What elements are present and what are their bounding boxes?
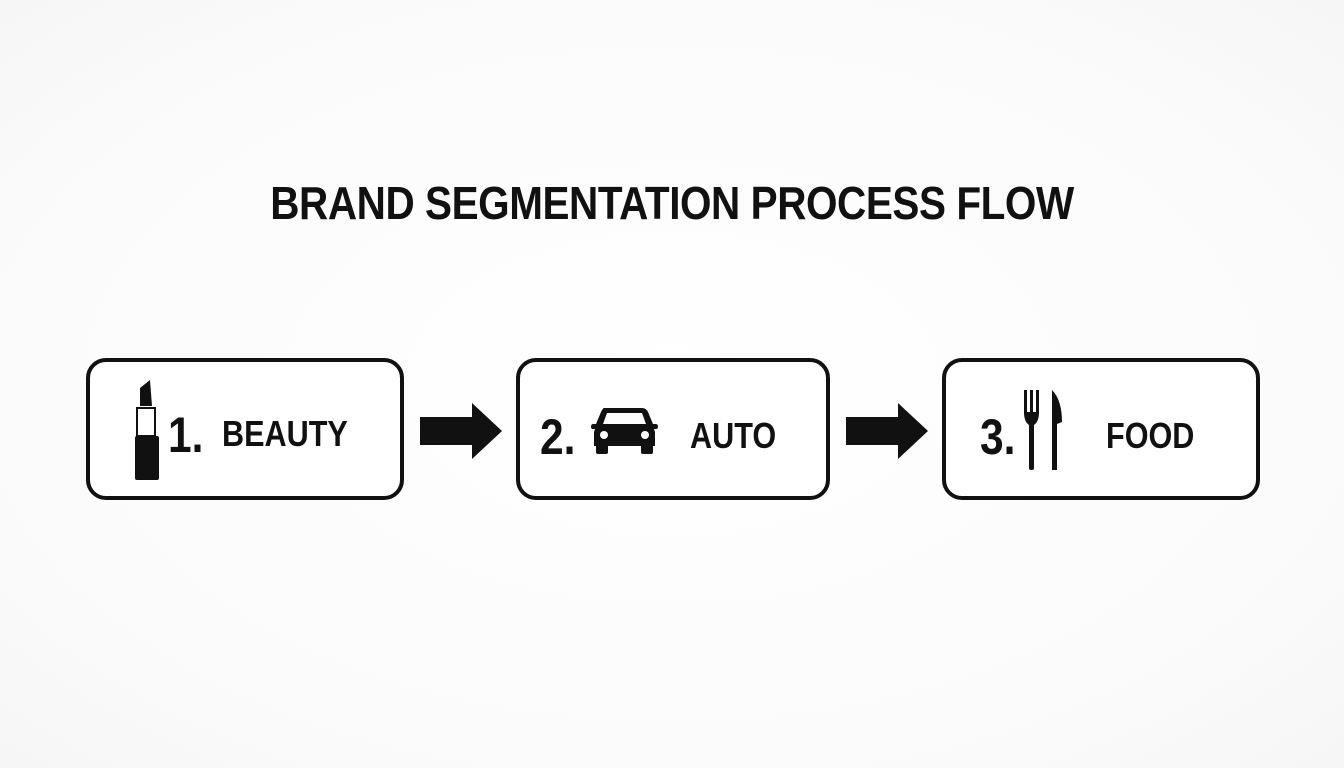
car-icon [591, 408, 658, 454]
lipstick-icon [135, 380, 159, 480]
step-box-auto: 2. AUTO [516, 358, 830, 500]
arrow-right-icon [846, 403, 928, 459]
step-box-beauty: 1. BEAUTY [86, 358, 404, 500]
diagram-title: BRAND SEGMENTATION PROCESS FLOW [270, 177, 1074, 229]
step-number-3: 3. [980, 409, 1016, 465]
step-label-beauty: BEAUTY [222, 413, 348, 454]
step-number-2: 2. [540, 409, 576, 465]
step-label-auto: AUTO [690, 415, 777, 456]
step-label-food: FOOD [1106, 415, 1195, 456]
step-box-food: 3. FOOD [942, 358, 1260, 500]
fork-knife-icon [1024, 390, 1062, 470]
arrow-right-icon [420, 403, 502, 459]
step-number-1: 1. [168, 407, 204, 463]
